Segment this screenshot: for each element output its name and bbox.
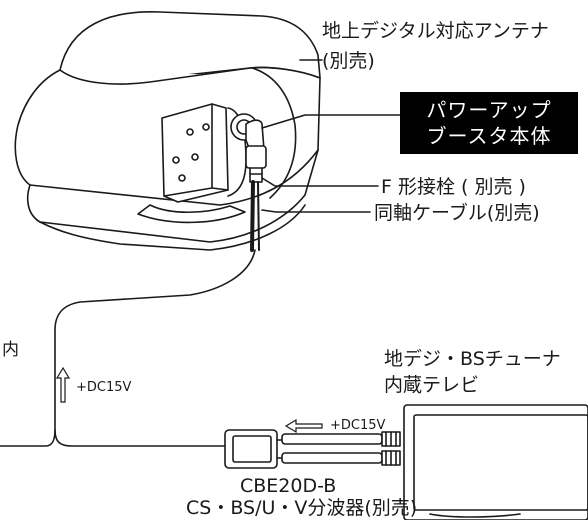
booster-label-box: パワーアップ ブースタ本体: [400, 92, 578, 154]
tv-unit: [403, 404, 588, 520]
dc-label-horizontal: +DC15V: [330, 418, 386, 433]
dc-label-vertical: +DC15V: [76, 380, 132, 395]
splitter-desc-label: CS・BS/U・V分波器(別売): [186, 497, 418, 519]
splitter-model-label: CBE20D-B: [240, 475, 337, 497]
f-connector-label: F 形接栓 ( 別売 ): [381, 176, 526, 198]
antenna-label-note: (別売): [322, 50, 375, 72]
tv-label: 地デジ・BSチューナ: [384, 348, 561, 370]
left-cable-run: [0, 429, 56, 447]
booster-connector: [230, 113, 267, 252]
leader-lines: [261, 59, 401, 213]
coax-cable-run: [54, 249, 256, 447]
antenna-label: 地上デジタル対応アンテナ: [322, 20, 549, 42]
partial-left-label: 内: [2, 340, 19, 360]
booster-label-line2: ブースタ本体: [426, 124, 552, 148]
booster-label-line1: パワーアップ: [426, 98, 552, 122]
tv-label-line2: 内蔵テレビ: [384, 374, 480, 396]
antenna-housing: [14, 11, 321, 251]
splitter-unit: [224, 429, 401, 469]
outlined-up-arrow-icon: [55, 366, 71, 403]
coax-cable-label: 同軸ケーブル(別売): [374, 202, 540, 224]
outlined-left-arrow-icon: [284, 418, 323, 434]
